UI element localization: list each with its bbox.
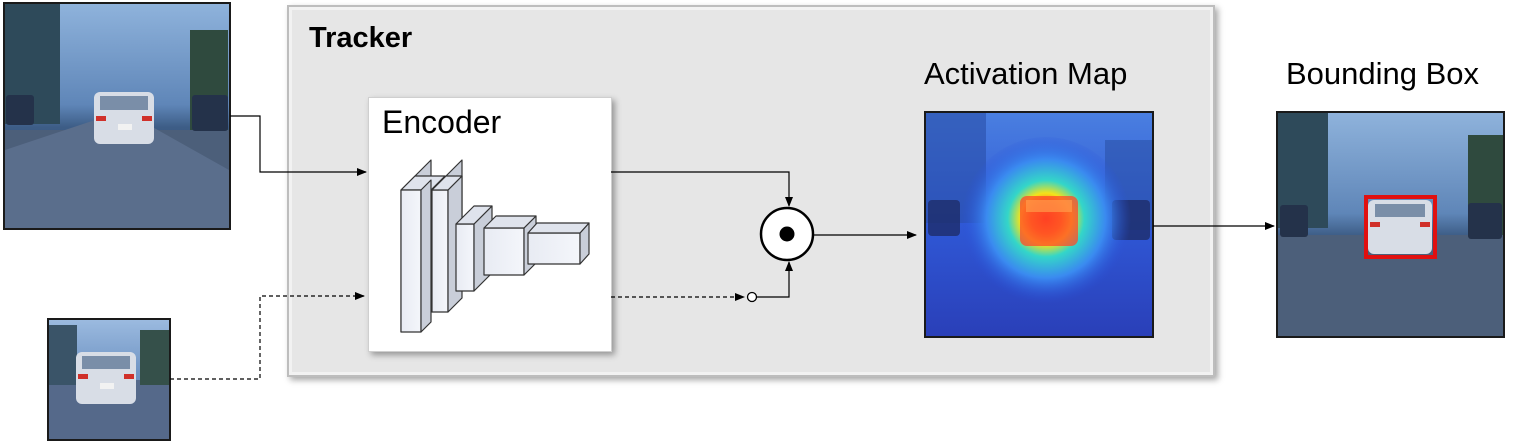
bounding-box-image xyxy=(1276,111,1505,338)
input-frame-current xyxy=(3,2,231,230)
activation-map-image xyxy=(924,111,1154,338)
circle-dot-icon xyxy=(759,206,815,262)
encoder-title: Encoder xyxy=(382,104,502,140)
target-bounding-box xyxy=(1364,195,1437,259)
tracker-title: Tracker xyxy=(309,22,413,54)
bounding-box-title: Bounding Box xyxy=(1286,56,1480,91)
connector-lines xyxy=(170,115,1275,380)
feature-junction-icon xyxy=(746,291,758,303)
input-frame-template xyxy=(47,318,171,441)
activation-map-title: Activation Map xyxy=(924,56,1128,91)
encoder-network-icon xyxy=(400,159,590,333)
